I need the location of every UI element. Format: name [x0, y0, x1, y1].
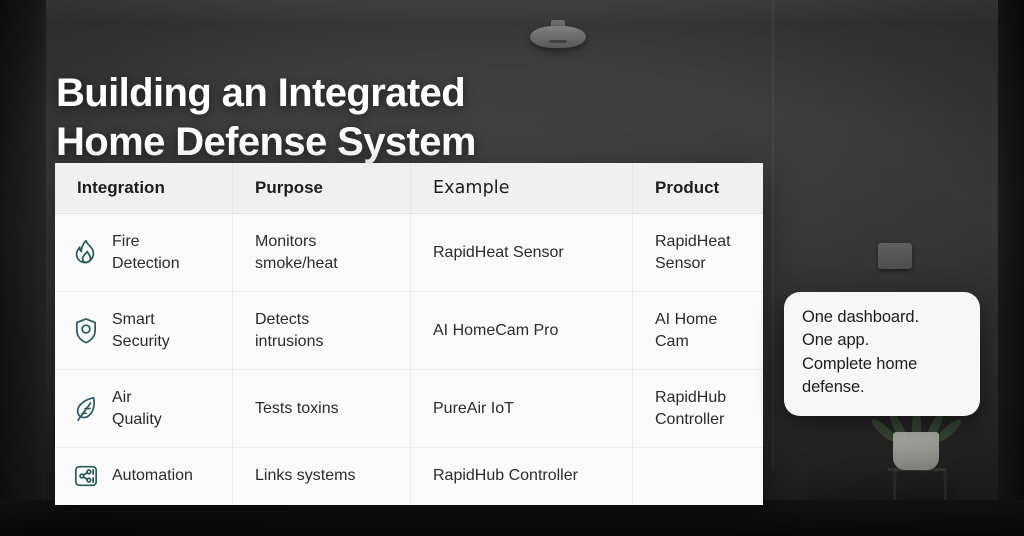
cell-purpose: Links systems — [232, 448, 410, 503]
cell-product: RapidHub Controller — [632, 370, 763, 447]
cell-example: PureAir IoT — [410, 370, 632, 447]
cell-purpose: Tests toxins — [232, 370, 410, 447]
cell-example: RapidHub Controller — [410, 448, 632, 503]
callout-line-2: One app. — [802, 331, 870, 350]
callout-line-4: defense. — [802, 378, 865, 397]
automation-node-icon — [71, 461, 101, 491]
cell-integration: Automation — [55, 448, 232, 503]
column-header-purpose: Purpose — [232, 163, 410, 213]
page-title-line-2: Home Defense System — [56, 120, 476, 165]
cell-product-text: RapidHub Controller — [655, 389, 727, 428]
integration-table: Integration Purpose Example Product Fire… — [55, 163, 763, 505]
callout-line-3: Complete home — [802, 354, 918, 373]
cell-integration-text: Automation — [112, 466, 193, 484]
cell-integration-text: Air Quality — [112, 389, 162, 428]
cell-example: AI HomeCam Pro — [410, 292, 632, 369]
table-row: Automation Links systems RapidHub Contro… — [55, 448, 763, 503]
page-title: Building an Integrated Home Defense Syst… — [56, 69, 676, 168]
cell-integration: Fire Detection — [55, 214, 232, 291]
cell-example: RapidHeat Sensor — [410, 214, 632, 291]
leaf-icon — [71, 394, 101, 424]
table-row: Air Quality Tests toxins PureAir IoT Rap… — [55, 370, 763, 448]
table-header-row: Integration Purpose Example Product — [55, 163, 763, 214]
cell-purpose-text: Monitors smoke/heat — [255, 233, 338, 272]
callout-line-1: One dashboard. — [802, 308, 919, 326]
cell-integration: Smart Security — [55, 292, 232, 369]
cell-product: AI Home Cam — [632, 292, 763, 369]
shield-icon — [71, 316, 101, 346]
cell-purpose: Detects intrusions — [232, 292, 410, 369]
cell-integration: Air Quality — [55, 370, 232, 447]
column-header-integration: Integration — [77, 178, 165, 197]
cell-product: RapidHeat Sensor — [632, 214, 763, 291]
cell-purpose: Monitors smoke/heat — [232, 214, 410, 291]
page-title-line-1: Building an Integrated — [56, 70, 466, 115]
cell-product — [632, 448, 763, 503]
cell-purpose-text: Detects intrusions — [255, 311, 324, 350]
cell-product-text: RapidHeat Sensor — [655, 233, 731, 272]
callout-card: One dashboard. One app. Complete home de… — [784, 292, 980, 416]
cell-integration-text: Smart Security — [112, 311, 170, 350]
column-header-product: Product — [632, 163, 763, 213]
flame-icon — [71, 238, 101, 268]
cell-integration-text: Fire Detection — [112, 233, 180, 272]
column-header-example: Example — [410, 163, 632, 213]
table-row: Fire Detection Monitors smoke/heat Rapid… — [55, 214, 763, 292]
table-row: Smart Security Detects intrusions AI Hom… — [55, 292, 763, 370]
cell-product-text: AI Home Cam — [655, 311, 718, 350]
